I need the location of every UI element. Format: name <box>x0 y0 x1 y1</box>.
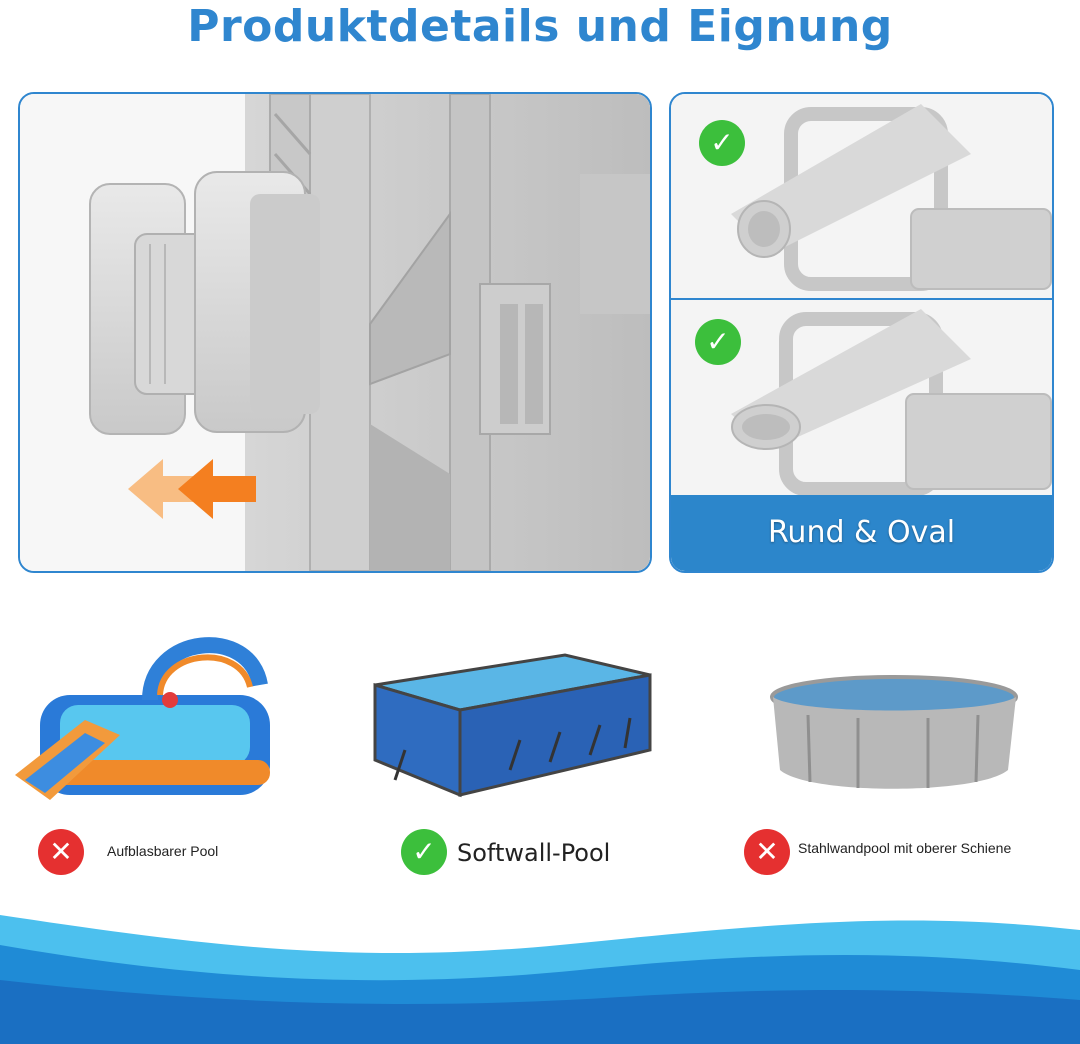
suitability-label-steel-wall: Stahlwandpool mit oberer Schiene <box>798 840 1012 856</box>
cross-icon: ✕ <box>38 829 84 875</box>
suitability-label-softwall: Softwall-Pool <box>457 839 611 867</box>
page-title: Produktdetails und Eignung <box>187 1 893 52</box>
suitability-label-inflatable: Aufblasbarer Pool <box>107 843 219 859</box>
check-icon: ✓ <box>401 829 447 875</box>
water-wave-decoration <box>0 915 1080 1044</box>
rail-shape-label: Rund & Oval <box>671 495 1052 571</box>
rail-shape-panel: ✓ ✓ Rund & Oval <box>669 92 1054 573</box>
cross-icon: ✕ <box>744 829 790 875</box>
check-icon: ✓ <box>695 319 741 365</box>
connector-illustration <box>20 94 650 571</box>
direction-arrow-icon <box>128 459 256 519</box>
connector-detail-panel <box>18 92 652 573</box>
check-icon: ✓ <box>699 120 745 166</box>
steel-wall-pool-image <box>770 675 1018 789</box>
softwall-pool-image <box>373 653 652 798</box>
inflatable-pool-image <box>15 637 270 800</box>
